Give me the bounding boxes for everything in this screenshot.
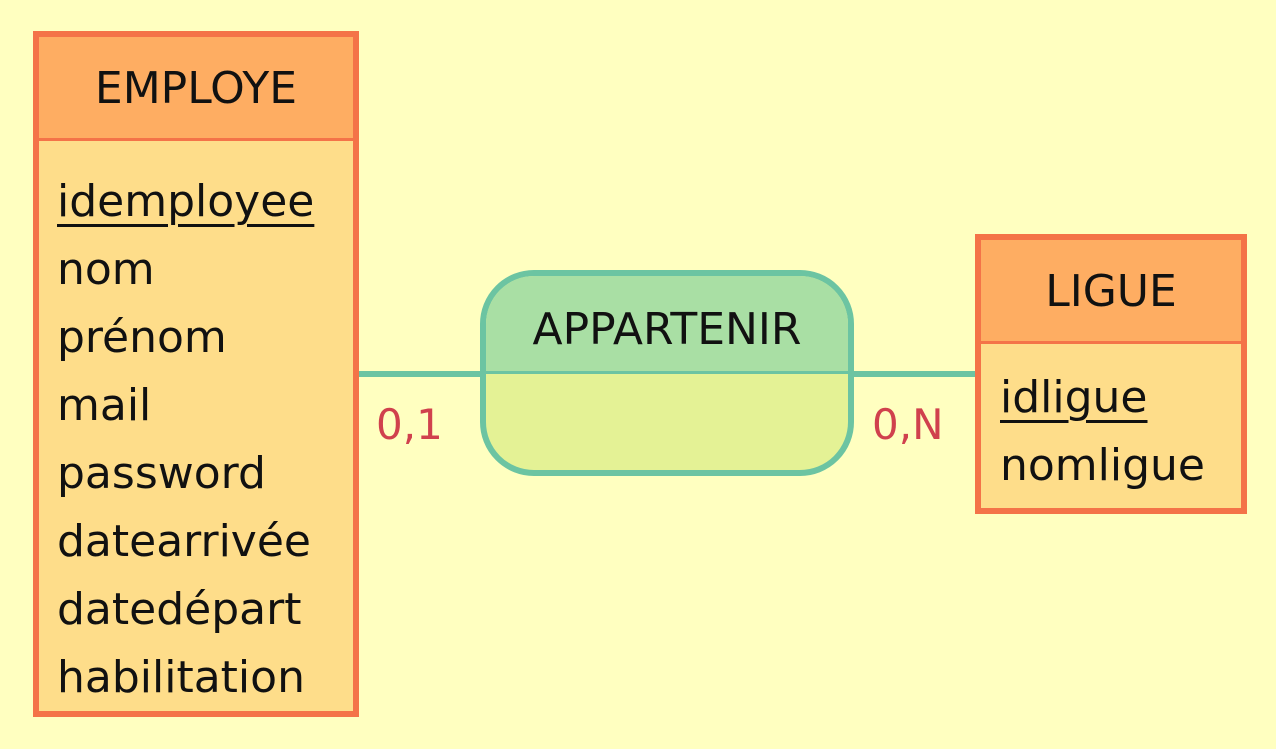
- relation-appartenir-title: APPARTENIR: [486, 276, 848, 374]
- attribute-mail: mail: [57, 380, 152, 431]
- attribute-nomligue: nomligue: [1000, 440, 1206, 491]
- attribute-prenom: prénom: [57, 312, 227, 363]
- link-employe-appartenir: [359, 371, 485, 377]
- entity-ligue-title: LIGUE: [981, 240, 1241, 344]
- entity-employe-attributes: idemployee nom prénom mail password date…: [39, 141, 353, 712]
- entity-employe[interactable]: EMPLOYE idemployee nom prénom mail passw…: [33, 31, 359, 717]
- attribute-idemployee: idemployee: [57, 176, 315, 227]
- relation-appartenir[interactable]: APPARTENIR: [480, 270, 854, 476]
- link-appartenir-ligue: [849, 371, 977, 377]
- cardinality-employe: 0,1: [376, 400, 443, 449]
- attribute-datearrivee: datearrivée: [57, 516, 311, 567]
- entity-employe-title: EMPLOYE: [39, 37, 353, 141]
- cardinality-ligue: 0,N: [872, 400, 944, 449]
- attribute-idligue: idligue: [1000, 372, 1148, 423]
- attribute-datedepart: datedépart: [57, 584, 302, 635]
- attribute-nom: nom: [57, 244, 155, 295]
- attribute-habilitation: habilitation: [57, 652, 305, 703]
- attribute-password: password: [57, 448, 266, 499]
- entity-ligue-attributes: idligue nomligue: [981, 344, 1241, 500]
- entity-ligue[interactable]: LIGUE idligue nomligue: [975, 234, 1247, 514]
